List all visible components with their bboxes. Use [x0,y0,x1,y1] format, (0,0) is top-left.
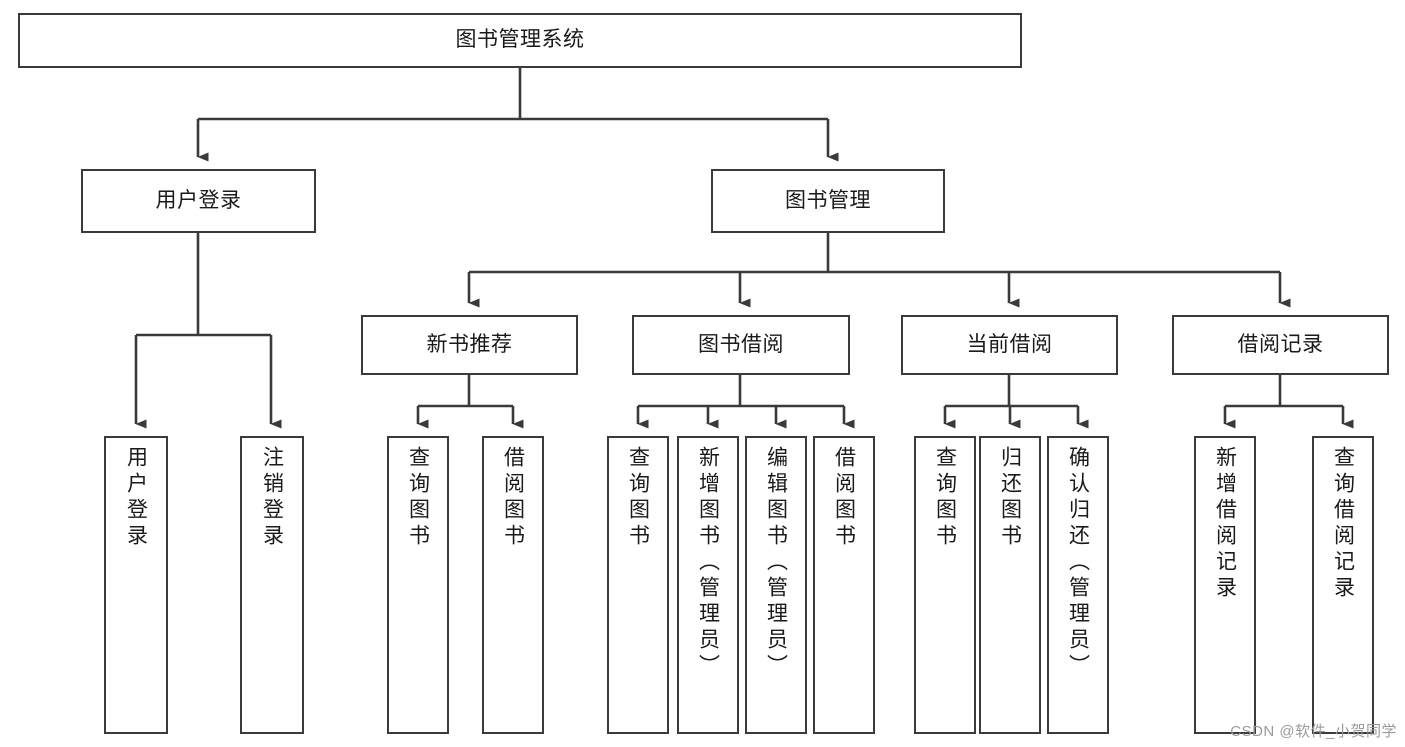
leaf-add-book[interactable]: 新增图书（管理员） [677,436,739,734]
node-label: 图书管理 [785,188,871,212]
node-label: 查询图书 [406,446,430,550]
node-label: 新书推荐 [426,332,513,356]
leaf-borrow-book[interactable]: 借阅图书 [813,436,875,734]
node-label: 借阅图书 [832,446,856,550]
leaf-query-borrow-record[interactable]: 查询借阅记录 [1312,436,1374,734]
node-label: 当前借阅 [966,332,1053,356]
node-label: 确认归还（管理员） [1066,446,1090,680]
leaf-borrow-book-recommend[interactable]: 借阅图书 [482,436,544,734]
node-label: 图书管理系统 [455,28,585,52]
leaf-query-book-recommend[interactable]: 查询图书 [387,436,449,734]
node-root-system[interactable]: 图书管理系统 [18,13,1022,68]
node-label: 图书借阅 [698,332,784,356]
leaf-user-login[interactable]: 用户登录 [104,436,168,734]
node-label: 归还图书 [998,446,1022,550]
node-book-manage[interactable]: 图书管理 [711,169,945,233]
csdn-watermark: CSDN @软件_小贺同学 [1230,723,1397,740]
node-label: 注销登录 [260,446,284,550]
node-label: 用户登录 [155,188,242,212]
leaf-query-book-current[interactable]: 查询图书 [914,436,976,734]
leaf-add-borrow-record[interactable]: 新增借阅记录 [1194,436,1256,734]
node-borrow-record[interactable]: 借阅记录 [1172,315,1389,375]
leaf-edit-book[interactable]: 编辑图书（管理员） [745,436,807,734]
leaf-confirm-return[interactable]: 确认归还（管理员） [1047,436,1109,734]
node-current-borrow[interactable]: 当前借阅 [901,315,1118,375]
node-label: 借阅记录 [1237,332,1324,356]
node-label: 借阅图书 [501,446,525,550]
node-label: 查询图书 [626,446,650,550]
node-label: 用户登录 [124,446,148,550]
leaf-return-book[interactable]: 归还图书 [979,436,1041,734]
node-book-borrow[interactable]: 图书借阅 [632,315,850,375]
node-label: 查询借阅记录 [1331,446,1355,602]
node-label: 编辑图书（管理员） [764,446,788,680]
node-label: 查询图书 [933,446,957,550]
leaf-logout-login[interactable]: 注销登录 [240,436,304,734]
node-new-book-recommend[interactable]: 新书推荐 [361,315,578,375]
node-label: 新增图书（管理员） [696,446,720,680]
leaf-query-book-borrow[interactable]: 查询图书 [607,436,669,734]
node-label: 新增借阅记录 [1213,446,1237,602]
node-user-login[interactable]: 用户登录 [81,169,316,233]
